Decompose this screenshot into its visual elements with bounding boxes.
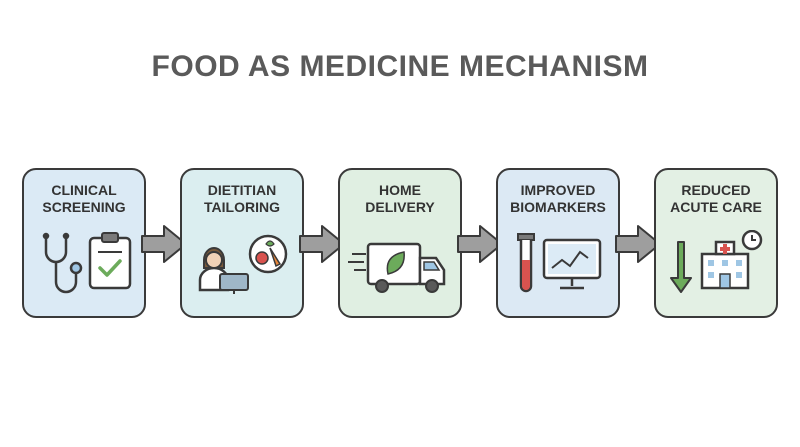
diagram-title: FOOD AS MEDICINE MECHANISM (151, 50, 649, 83)
delivery-truck-icon (348, 242, 446, 293)
hospital-icon (700, 240, 750, 290)
clipboard-check-icon (88, 232, 132, 290)
down-arrow-icon (670, 241, 692, 293)
stethoscope-icon (42, 232, 83, 294)
dietitian-icon (198, 247, 249, 294)
test-tube-icon (517, 233, 535, 293)
flow-arrow (615, 225, 661, 263)
flow-arrow (299, 225, 345, 263)
clock-icon (741, 230, 763, 251)
flow-arrow (457, 225, 503, 263)
monitor-chart-icon (542, 238, 602, 290)
produce-icon (248, 234, 288, 274)
flow-arrow (141, 225, 187, 263)
